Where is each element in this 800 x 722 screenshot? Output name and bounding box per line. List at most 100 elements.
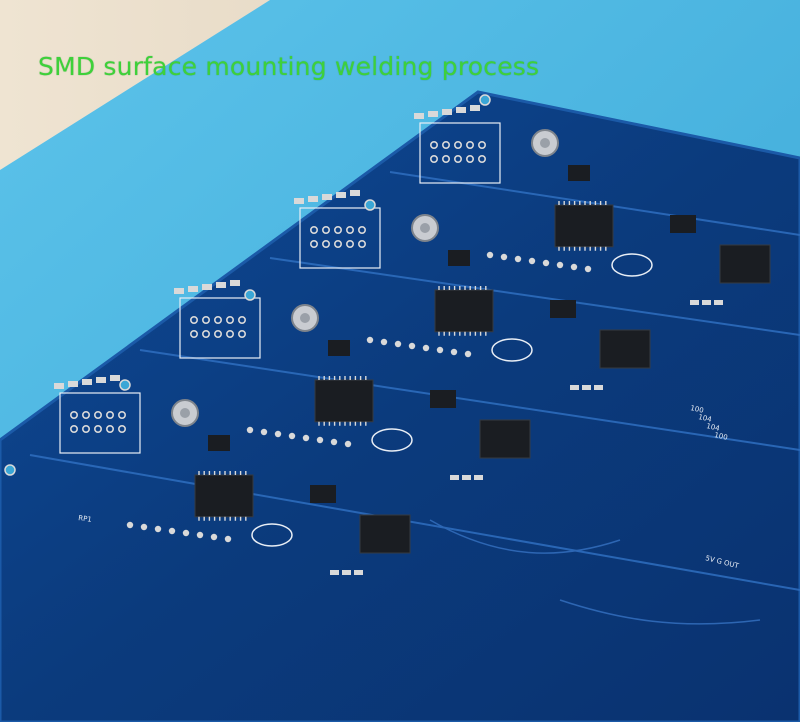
secondary-chip (359, 514, 411, 554)
mcu-chip (194, 474, 254, 518)
smd-cap (702, 300, 711, 305)
header-pad (93, 410, 102, 419)
smd-resistor (414, 113, 424, 119)
header-pad (357, 239, 366, 248)
smd-resistor (174, 288, 184, 294)
crystal-outline (371, 428, 413, 452)
crystal-outline (491, 338, 533, 362)
via-pad (528, 257, 536, 265)
header-pad (333, 225, 342, 234)
capacitor-top (540, 138, 550, 148)
regulator-chip (208, 435, 230, 451)
soic-chip (430, 390, 456, 408)
header-pad (81, 410, 90, 419)
value-label: 100 (714, 431, 729, 442)
value-label: 104 (706, 422, 721, 433)
pcb-board (414, 105, 771, 305)
header-pad (465, 154, 474, 163)
smd-cap (330, 570, 339, 575)
mounting-hole (479, 94, 491, 106)
header-pad (201, 315, 210, 324)
copper-trace (559, 599, 761, 625)
via-pad (246, 426, 254, 434)
smd-resistor (322, 194, 332, 200)
via-pad (210, 533, 218, 541)
capacitor-top (180, 408, 190, 418)
via-pad (344, 440, 352, 448)
header-pad (477, 140, 486, 149)
value-label: 104 (698, 413, 713, 424)
header-pad (190, 315, 199, 324)
header-pad (117, 410, 126, 419)
header-outline (299, 207, 381, 269)
rp-label: RP1 (78, 514, 93, 524)
smd-resistor (350, 190, 360, 196)
regulator-chip (568, 165, 590, 181)
via-pad (260, 428, 268, 436)
header-pad (190, 329, 199, 338)
crystal-outline (611, 253, 653, 277)
capacitor-top (420, 223, 430, 233)
header-outline (179, 297, 261, 359)
header-pad (310, 225, 319, 234)
header-pad (70, 410, 79, 419)
smd-cap (594, 385, 603, 390)
mcu-chip (434, 289, 494, 333)
header-outline (59, 392, 141, 454)
via-pad (380, 338, 388, 346)
pcb-board (54, 375, 411, 575)
via-pad (584, 265, 592, 273)
header-pad (441, 154, 450, 163)
via-pad (450, 348, 458, 356)
smd-resistor (68, 381, 78, 387)
header-pad (117, 424, 126, 433)
smd-resistor (82, 379, 92, 385)
header-pad (345, 239, 354, 248)
regulator-chip (448, 250, 470, 266)
mounting-hole (364, 199, 376, 211)
via-pad (126, 521, 134, 529)
via-pad (500, 253, 508, 261)
copper-trace (429, 519, 621, 554)
header-pad (237, 315, 246, 324)
header-pad (333, 239, 342, 248)
header-pad (357, 225, 366, 234)
via-pad (464, 350, 472, 358)
via-pad (154, 525, 162, 533)
smd-resistor (202, 284, 212, 290)
via-pad (436, 346, 444, 354)
secondary-chip (599, 329, 651, 369)
smd-cap (474, 475, 483, 480)
soic-chip (310, 485, 336, 503)
smd-cap (582, 385, 591, 390)
via-pad (274, 430, 282, 438)
via-pad (330, 438, 338, 446)
header-pad (321, 239, 330, 248)
smd-resistor (442, 109, 452, 115)
header-pad (105, 424, 114, 433)
crystal-outline (251, 523, 293, 547)
header-pad (453, 140, 462, 149)
smd-resistor (428, 111, 438, 117)
via-pad (394, 340, 402, 348)
value-label: 100 (690, 404, 705, 415)
smd-cap (354, 570, 363, 575)
header-pad (453, 154, 462, 163)
via-pad (182, 529, 190, 537)
smd-resistor (54, 383, 64, 389)
via-pad (570, 263, 578, 271)
via-pad (556, 261, 564, 269)
via-pad (140, 523, 148, 531)
pcb-board (174, 280, 531, 480)
smd-cap (714, 300, 723, 305)
secondary-chip (479, 419, 531, 459)
header-outline (419, 122, 501, 184)
header-pad (93, 424, 102, 433)
header-pad (441, 140, 450, 149)
smd-resistor (230, 280, 240, 286)
caption-title: SMD surface mounting welding process (38, 52, 540, 81)
smd-resistor (308, 196, 318, 202)
smd-cap (342, 570, 351, 575)
via-pad (514, 255, 522, 263)
via-pad (542, 259, 550, 267)
